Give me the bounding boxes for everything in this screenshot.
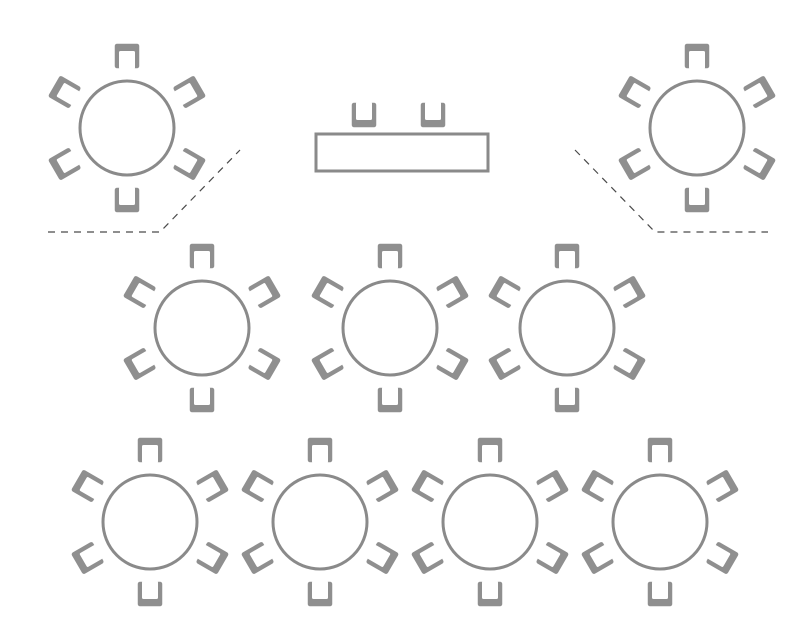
chair-back-row-3-1 — [476, 436, 504, 464]
chair-middle-row-1-1 — [188, 242, 216, 270]
chair-back-row-1-1 — [136, 436, 164, 464]
round-table-middle-row-2 — [310, 242, 470, 414]
round-table-corner-right — [617, 42, 777, 214]
chair-middle-row-1-2 — [246, 274, 282, 310]
chair-middle-row-3-2 — [611, 274, 647, 310]
round-table-back-row-2 — [240, 436, 400, 608]
chair-back-row-4-1 — [646, 436, 674, 464]
chair-back-row-4-5 — [580, 540, 616, 576]
chair-corner-left-2 — [171, 74, 207, 110]
chair-back-row-2-2 — [364, 468, 400, 504]
round-table-middle-row-1 — [122, 242, 282, 414]
chair-middle-row-1-4 — [188, 386, 216, 414]
chair-corner-right-4 — [683, 186, 711, 214]
divider-left — [48, 149, 241, 233]
chair-back-row-1-3 — [194, 540, 230, 576]
chair-corner-right-1 — [683, 42, 711, 70]
chair-back-row-3-6 — [410, 468, 446, 504]
chair-middle-row-1-5 — [122, 346, 158, 382]
chair-back-row-1-5 — [70, 540, 106, 576]
table-surface-middle-row-3 — [518, 279, 616, 377]
chair-middle-row-2-1 — [376, 242, 404, 270]
chair-back-row-2-6 — [240, 468, 276, 504]
chair-back-row-4-6 — [580, 468, 616, 504]
table-surface-middle-row-1 — [153, 279, 251, 377]
table-surface-back-row-1 — [101, 473, 199, 571]
table-surface-back-row-4 — [611, 473, 709, 571]
chair-middle-row-3-3 — [611, 346, 647, 382]
chair-back-row-2-5 — [240, 540, 276, 576]
table-surface-back-row-3 — [441, 473, 539, 571]
chair-back-row-3-4 — [476, 580, 504, 608]
chair-back-row-2-1 — [306, 436, 334, 464]
chair-middle-row-1-6 — [122, 274, 158, 310]
chair-back-row-1-4 — [136, 580, 164, 608]
chair-middle-row-3-4 — [553, 386, 581, 414]
chair-middle-row-2-5 — [310, 346, 346, 382]
round-table-corner-left — [47, 42, 207, 214]
chair-middle-row-3-1 — [553, 242, 581, 270]
chair-corner-right-2 — [741, 74, 777, 110]
head-table-chair-2 — [419, 101, 447, 129]
chair-corner-left-6 — [47, 74, 83, 110]
chair-back-row-3-2 — [534, 468, 570, 504]
chair-corner-left-1 — [113, 42, 141, 70]
head-table-chair-1 — [350, 101, 378, 129]
round-table-back-row-1 — [70, 436, 230, 608]
chair-middle-row-2-3 — [434, 346, 470, 382]
chair-back-row-3-5 — [410, 540, 446, 576]
chair-corner-right-6 — [617, 74, 653, 110]
table-surface-corner-left — [78, 79, 176, 177]
chair-back-row-1-6 — [70, 468, 106, 504]
chair-corner-left-5 — [47, 146, 83, 182]
chair-middle-row-3-5 — [487, 346, 523, 382]
chair-corner-right-5 — [617, 146, 653, 182]
chair-corner-right-3 — [741, 146, 777, 182]
table-surface-middle-row-2 — [341, 279, 439, 377]
chair-back-row-1-2 — [194, 468, 230, 504]
chair-middle-row-2-6 — [310, 274, 346, 310]
chair-back-row-4-4 — [646, 580, 674, 608]
chair-middle-row-3-6 — [487, 274, 523, 310]
head-table — [314, 101, 490, 173]
head-table-chairs — [350, 101, 447, 129]
round-tables — [47, 42, 777, 608]
chair-back-row-4-3 — [704, 540, 740, 576]
chair-corner-left-3 — [171, 146, 207, 182]
table-surface-back-row-2 — [271, 473, 369, 571]
chair-back-row-4-2 — [704, 468, 740, 504]
chair-back-row-3-3 — [534, 540, 570, 576]
chair-middle-row-1-3 — [246, 346, 282, 382]
chair-middle-row-2-2 — [434, 274, 470, 310]
round-table-back-row-3 — [410, 436, 570, 608]
table-surface-corner-right — [648, 79, 746, 177]
chair-back-row-2-3 — [364, 540, 400, 576]
chair-back-row-2-4 — [306, 580, 334, 608]
head-table-surface — [314, 132, 490, 173]
round-table-back-row-4 — [580, 436, 740, 608]
round-table-middle-row-3 — [487, 242, 647, 414]
chair-corner-left-4 — [113, 186, 141, 214]
chair-middle-row-2-4 — [376, 386, 404, 414]
